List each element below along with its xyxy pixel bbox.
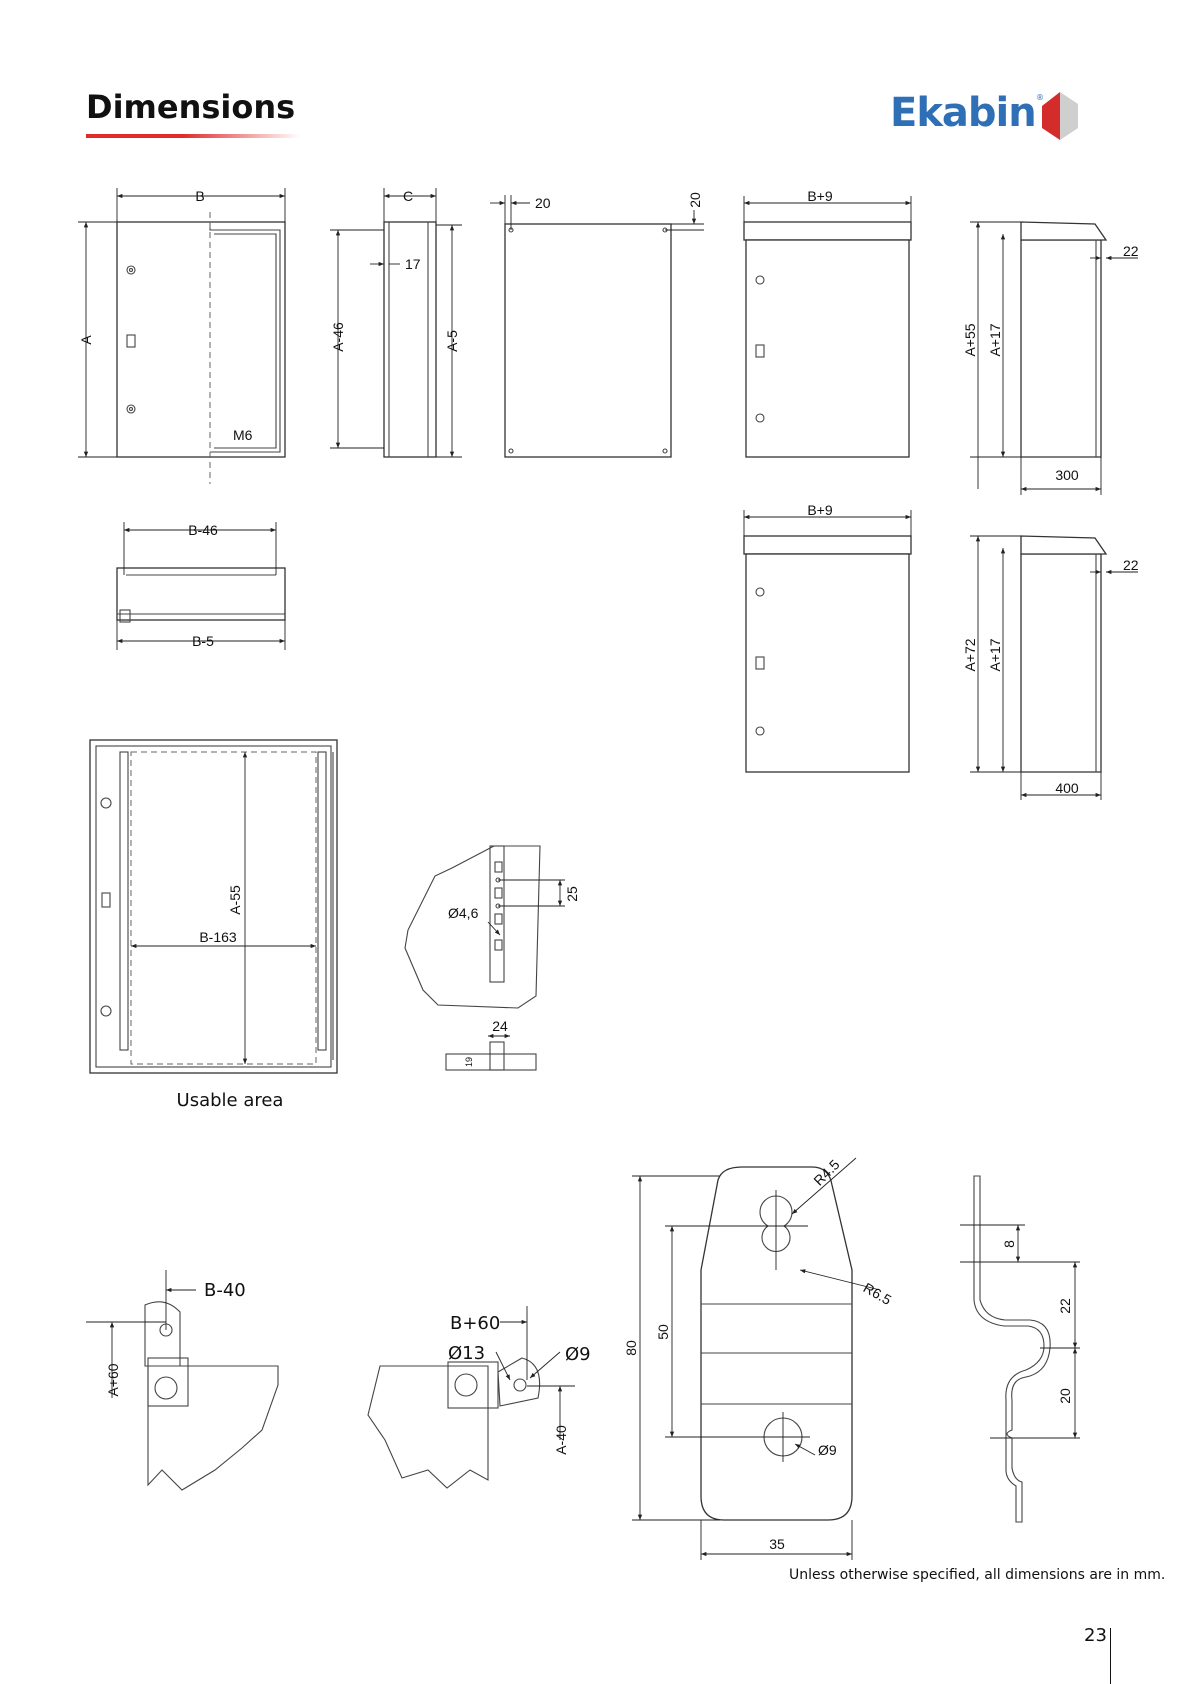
- rail-24-label: 24: [492, 1018, 508, 1034]
- usable-height-label: A-55: [227, 885, 243, 915]
- bracket-35-label: 35: [769, 1536, 785, 1552]
- rail-hole-label: Ø4,6: [448, 905, 479, 921]
- profile-8-label: 8: [1001, 1240, 1017, 1248]
- m6-label: M6: [233, 427, 253, 443]
- cube-icon: [1042, 92, 1078, 140]
- wall2-a40-label: A-40: [553, 1425, 569, 1455]
- side-a46-label: A-46: [330, 322, 346, 352]
- units-footnote: Unless otherwise specified, all dimensio…: [789, 1567, 1166, 1583]
- side-a5-label: A-5: [444, 330, 460, 352]
- wall1-b40-label: B-40: [204, 1280, 246, 1301]
- top-view: B-46 B-5: [116, 522, 286, 650]
- roof1-depth-label: 300: [1055, 467, 1079, 483]
- bracket-r65-label: R6.5: [861, 1279, 895, 1308]
- plate-20h-label: 20: [535, 195, 551, 211]
- bracket-50-label: 50: [655, 1324, 671, 1340]
- title-underline: [86, 134, 300, 138]
- profile-22-label: 22: [1057, 1298, 1073, 1314]
- bracket-detail-view: R4.5 R6.5 Ø9 80 50 35: [623, 1156, 894, 1560]
- front-view: B A M6: [78, 188, 286, 484]
- page-number-rule: [1110, 1628, 1111, 1684]
- side-17-label: 17: [405, 256, 421, 272]
- ekabin-logo: Ekabin ®: [890, 90, 1078, 140]
- rail-19-label: 19: [464, 1057, 474, 1067]
- mounting-plate-view: 20 20: [490, 192, 704, 458]
- bracket-d9-label: Ø9: [818, 1442, 837, 1458]
- top-b46-label: B-46: [188, 522, 218, 538]
- roof2-a72-label: A+72: [962, 638, 978, 671]
- roof-front-view-2: B+9: [743, 502, 912, 773]
- bracket-profile-view: 8 22 20: [960, 1175, 1080, 1523]
- page-title: Dimensions: [86, 88, 296, 126]
- roof-front-view-1: B+9: [743, 188, 912, 458]
- plate-20v-label: 20: [687, 192, 703, 208]
- rail-detail-view: 25 Ø4,6 24 19: [404, 845, 580, 1071]
- roof-side-view-1: A+55 A+17 300 22: [962, 221, 1139, 495]
- page-number: 23: [1084, 1625, 1107, 1646]
- side-view: C 17 A-46 A-5: [330, 188, 462, 458]
- wall-bracket-view-1: B-40 A+60: [86, 1270, 279, 1491]
- wall-bracket-view-2: B+60 Ø13 Ø9 A-40: [367, 1306, 591, 1489]
- wall1-a60-label: A+60: [105, 1363, 121, 1396]
- roof1-a55-label: A+55: [962, 323, 978, 356]
- roof2-depth-label: 400: [1055, 780, 1079, 796]
- front-height-label: A: [78, 335, 94, 345]
- bracket-80-label: 80: [623, 1340, 639, 1356]
- profile-20-label: 20: [1057, 1388, 1073, 1404]
- roof2-a17-label: A+17: [987, 638, 1003, 671]
- wall2-d13-label: Ø13: [448, 1343, 485, 1364]
- roof1-a17-label: A+17: [987, 323, 1003, 356]
- logo-wordmark: Ekabin: [890, 90, 1036, 136]
- depth-c-label: C: [403, 188, 413, 204]
- usable-area-view: A-55 B-163 Usable area: [89, 739, 338, 1111]
- logo-registered-mark: ®: [1036, 93, 1044, 102]
- roof1-22-label: 22: [1123, 243, 1139, 259]
- roof1-width-label: B+9: [807, 188, 833, 204]
- wall2-d9-label: Ø9: [565, 1344, 591, 1365]
- wall2-b60-label: B+60: [450, 1313, 500, 1334]
- usable-width-label: B-163: [199, 929, 237, 945]
- rail-25-label: 25: [564, 886, 580, 902]
- front-width-label: B: [195, 188, 204, 204]
- roof2-22-label: 22: [1123, 557, 1139, 573]
- roof-side-view-2: A+72 A+17 400 22: [962, 535, 1139, 800]
- usable-area-caption: Usable area: [177, 1090, 284, 1111]
- roof2-width-label: B+9: [807, 502, 833, 518]
- top-b5-label: B-5: [192, 633, 214, 649]
